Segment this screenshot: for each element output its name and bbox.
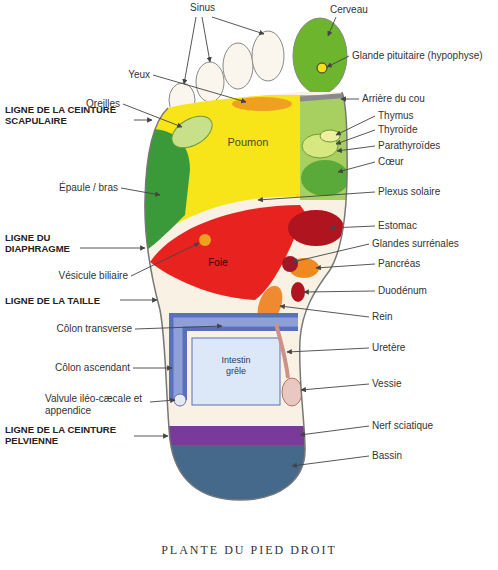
zone-label: Estomac [378,220,417,232]
organ-zone: Poumon [222,136,274,149]
third-toe [223,43,253,89]
zone-label: Glande pituitaire (hypophyse) [352,50,483,62]
zone-label: Cœur [378,156,404,168]
zone-label: Sinus [190,2,215,14]
zone-label: Uretère [372,342,405,354]
thymus-zone [320,130,340,142]
sciatic-band [130,426,360,445]
fourth-toe [196,62,224,102]
zone-label: Bassin [372,450,402,462]
leader-line [135,326,222,329]
leader-line [316,264,375,268]
bladder-zone [282,378,302,406]
organ-zone: Intestin grêle [213,355,259,377]
zone-label: Pancréas [378,258,420,270]
gallbladder-dot [199,234,211,246]
leader-line [280,306,369,317]
adrenal-zone [282,256,298,272]
body-line-label: LIGNE DE LA CEINTURE SCAPULAIRE [5,104,130,126]
line-arrow [120,300,157,301]
leader-line [184,17,196,84]
zone-label: Thymus [378,110,414,122]
leader-line [336,130,375,144]
body-line-label: LIGNE DE LA TAILLE [5,295,100,306]
leader-line [327,56,349,67]
body-line-label: LIGNE DE LA CEINTURE PELVIENNE [5,424,130,446]
leader-line [338,162,375,172]
organ-name: Intestin grêle [213,355,259,377]
leader-line [202,17,210,62]
leader-line [287,348,369,352]
zone-label: Duodénum [378,285,427,297]
zone-label: Rein [372,311,393,323]
leader-line [150,400,175,402]
pelvis-zone [130,445,360,515]
leader-line [292,456,369,466]
leader-line [153,75,246,102]
organ-name: Poumon [222,136,274,149]
leader-line [304,291,375,292]
leader-line [337,146,375,151]
leader-line [123,104,182,127]
body-line-label: LIGNE DU DIAPHRAGME [5,232,77,254]
zone-label: Épaule / bras [59,182,118,194]
pituitary-dot [317,63,327,73]
zone-label: Glandes surrénales [372,238,459,250]
eye-zone [232,97,292,111]
leader-line [300,426,369,435]
zone-label: Parathyroïdes [378,140,440,152]
leader-line [258,192,375,200]
zone-label: Côlon transverse [56,323,132,335]
zone-label: Yeux [128,69,150,81]
line-arrow [134,120,152,121]
liver-zone [150,205,305,300]
zone-label: Nerf sciatique [372,420,433,432]
big-toe-brain-zone [293,18,347,94]
zone-label: Côlon ascendant [55,362,130,374]
leader-line [121,188,160,195]
zone-label: Valvule iléo-cæcale et appendice [45,393,145,417]
sole-ground [130,85,360,515]
heart-zone [301,160,349,196]
zone-label: Arrière du cou [362,93,425,105]
leader-line [328,17,336,36]
chest-zone [300,95,352,200]
duodenum-zone [291,282,305,302]
sole-outline [145,92,347,500]
leader-line [341,99,359,100]
leader-line [293,244,369,262]
organ-name: Foie [203,257,233,269]
leader-line [212,17,264,34]
appendix-dot [174,394,186,406]
zone-label: Vésicule biliaire [59,270,128,282]
sole-zones [130,85,360,515]
leader-line [133,368,172,369]
leader-line [330,226,375,228]
figure-caption: PLANTE DU PIED DROIT [0,543,498,558]
ear-zone [166,110,217,155]
leader-line [301,384,369,390]
small-intestine-zone [192,338,280,405]
second-toe [252,31,284,81]
line-arrow [134,436,168,437]
zone-label: Vessie [372,378,401,390]
ureter-line [276,324,288,378]
zone-label: Plexus solaire [378,186,440,198]
organ-zone: Foie [203,257,233,269]
line-arrow [80,248,145,249]
zone-label: Cerveau [330,4,368,16]
zone-label: Thyroïde [378,124,417,136]
